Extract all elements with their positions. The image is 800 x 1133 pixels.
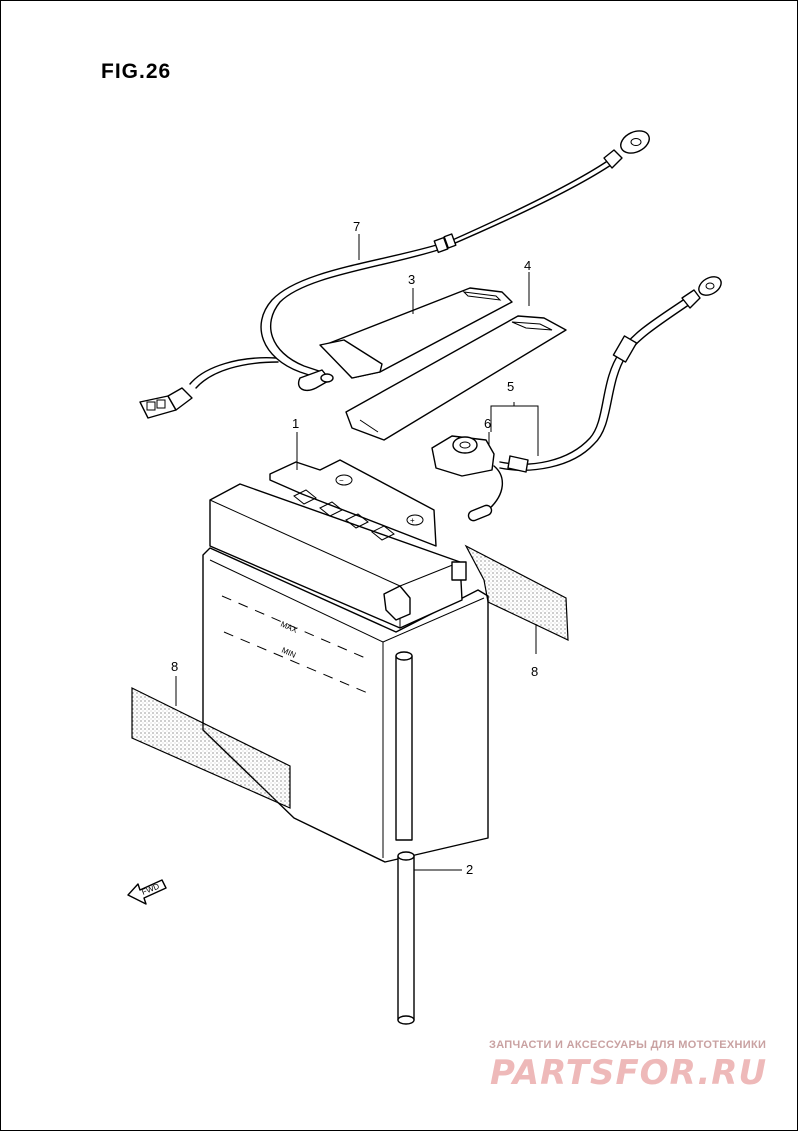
callout-4: 4: [524, 258, 531, 273]
part-2-hose: [395, 651, 415, 1025]
fwd-arrow-icon: FWD: [127, 879, 167, 905]
figure-title: FIG.26: [101, 60, 172, 83]
part-5-6-lead: [431, 276, 722, 522]
callout-8-left: 8: [171, 659, 178, 674]
callout-7: 7: [353, 219, 360, 234]
callout-leaders: [175, 234, 537, 871]
part-8-pad-right: [464, 544, 569, 641]
callout-8-right: 8: [531, 664, 538, 679]
watermark-logo: PARTSFOR.RU: [490, 1053, 768, 1093]
part-1-battery: − + MAX MIN: [202, 459, 489, 863]
part-4-strap: [345, 315, 567, 441]
callout-6: 6: [484, 416, 491, 431]
part-7-cable: [139, 130, 650, 419]
minus-mark: −: [339, 476, 344, 485]
callout-1: 1: [292, 416, 299, 431]
callout-3: 3: [408, 272, 415, 287]
part-3-strap: [319, 287, 513, 379]
callout-5: 5: [507, 379, 514, 394]
plus-mark: +: [410, 516, 415, 525]
watermark-caption: ЗАПЧАСТИ И АКСЕССУАРЫ ДЛЯ МОТОТЕХНИКИ: [489, 1039, 767, 1051]
callout-2: 2: [466, 862, 473, 877]
part-8-pad-left: [131, 687, 291, 809]
